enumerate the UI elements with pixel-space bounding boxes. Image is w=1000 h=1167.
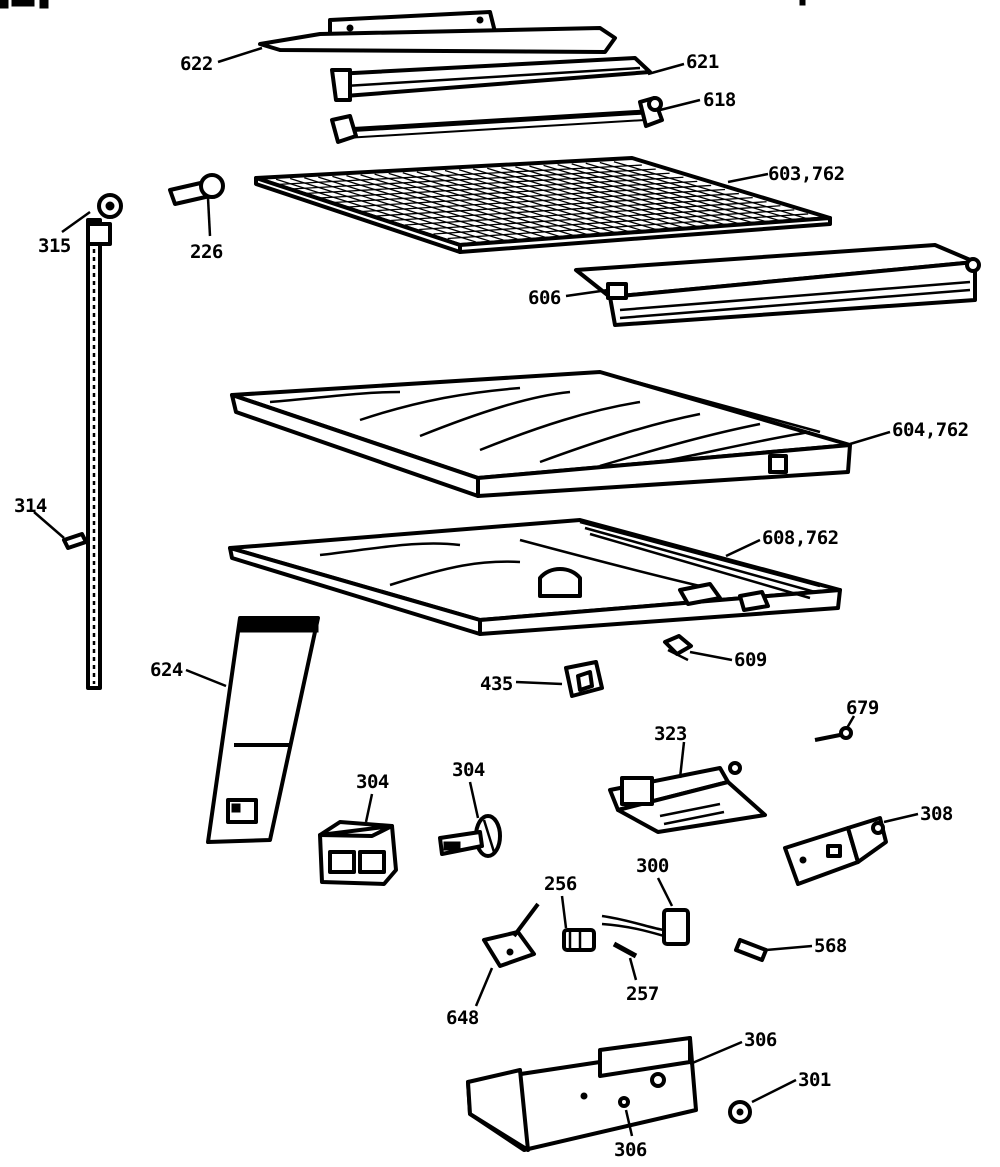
part-315-rail [86,193,123,690]
callout-435: 435 [480,673,513,695]
header-marks [0,0,806,9]
callout-304-knob: 304 [452,759,485,781]
callout-679: 679 [846,697,879,719]
part-257-screw [612,941,638,959]
part-606-door-shelf [574,243,981,327]
part-621-channel [330,56,652,102]
callout-314: 314 [14,495,47,517]
callout-306-top: 306 [744,1029,777,1051]
callout-323: 323 [654,723,687,745]
callout-304-housing: 304 [356,771,389,793]
leader-lines [33,46,919,1137]
callout-300: 300 [636,855,669,877]
callout-604-762: 604,762 [892,419,969,441]
part-603-wire-shelf [254,156,832,254]
part-226-pin [168,173,225,206]
part-435-block [564,660,604,698]
part-306-bottom-bracket [466,1036,698,1152]
callout-609: 609 [734,649,767,671]
callout-624: 624 [150,659,183,681]
callout-603-762: 603,762 [768,163,845,185]
part-300-thermostat [601,908,690,946]
part-624-panel [206,616,320,844]
callout-labels: 622 621 618 603,762 315 226 606 604,762 … [14,51,969,1161]
callout-568: 568 [814,935,847,957]
callout-618: 618 [703,89,736,111]
callout-608-762: 608,762 [762,527,839,549]
part-618-rod [330,96,664,144]
part-648-switch [482,902,540,968]
part-679-screw [814,726,853,742]
part-323-bracket [608,761,767,834]
part-301-grommet [728,1100,752,1124]
callout-606: 606 [528,287,561,309]
part-308-plate [783,816,888,886]
callout-315: 315 [38,235,71,257]
callout-621: 621 [686,51,719,73]
part-609-clip [663,634,693,662]
part-568-screw [734,938,768,962]
shelf-wire-grid [275,161,809,243]
callout-622: 622 [180,53,213,75]
part-256-connector [562,928,596,952]
callout-256: 256 [544,873,577,895]
part-608-lower-shelf [228,518,842,636]
part-622-top-bracket [258,10,617,54]
part-604-slotted-shelf [230,370,852,498]
callout-226: 226 [190,241,223,263]
callout-301: 301 [798,1069,831,1091]
callout-306-bottom: 306 [614,1139,647,1161]
part-304-housing [318,820,398,886]
callout-257: 257 [626,983,659,1005]
callout-308: 308 [920,803,953,825]
part-314-screw [62,532,88,550]
callout-648: 648 [446,1007,479,1029]
part-304-knob [438,814,502,858]
